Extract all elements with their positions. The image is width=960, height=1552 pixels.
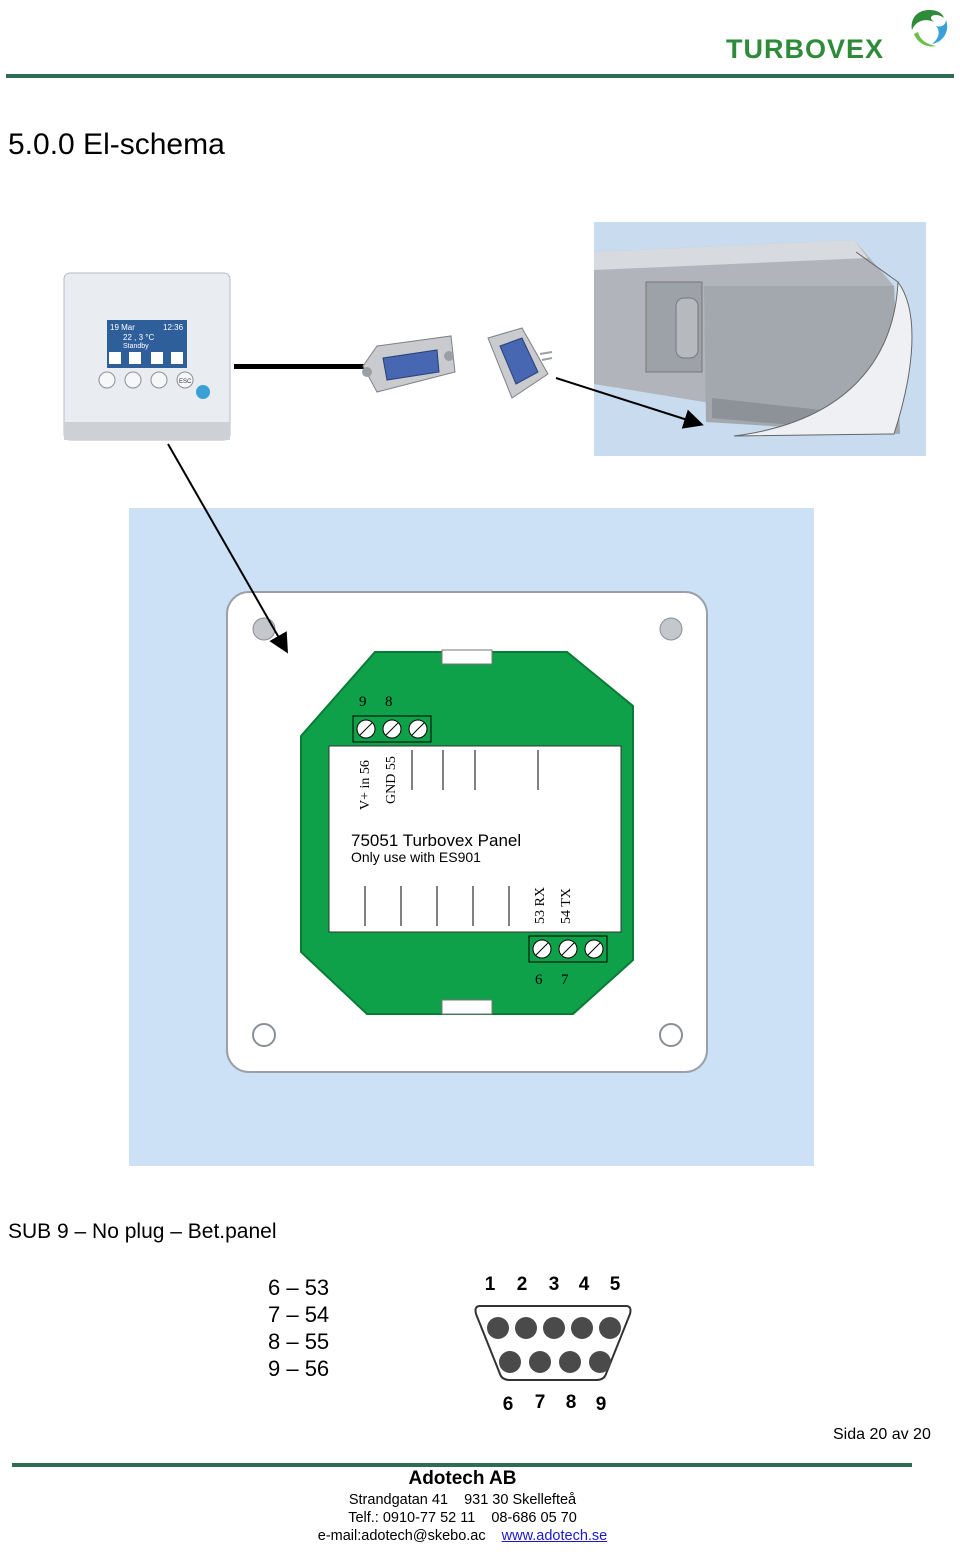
screen-temp: 22 , 3 °C [123, 333, 154, 342]
website-link[interactable]: www.adotech.se [501, 1528, 608, 1544]
dsub-male-connector [362, 335, 456, 393]
company-name: Adotech AB [408, 1468, 517, 1489]
address-line: Strandgatan 41 931 30 Skellefteå [0, 1492, 925, 1508]
contact-line: e-mail:adotech@skebo.ac www.adotech.se [0, 1528, 925, 1544]
city: 931 30 Skellefteå [464, 1492, 577, 1508]
mapping-row: 9 – 56 [268, 1356, 330, 1381]
cable [234, 364, 366, 369]
phone: Telf.: 0910-77 52 11 [348, 1510, 476, 1526]
email: e-mail:adotech@skebo.ac [317, 1528, 486, 1544]
phone-2: 08-686 05 70 [491, 1510, 577, 1526]
footer-rule [12, 1463, 912, 1467]
screen-status: Standby [123, 343, 149, 350]
phone-line: Telf.: 0910-77 52 11 08-686 05 70 [0, 1510, 925, 1526]
pin-mapping: 6 – 53 7 – 54 8 – 55 9 – 56 [268, 1274, 329, 1382]
terminal-label-9: 9 [359, 694, 367, 710]
panel-label-note: Only use with ES901 [351, 849, 481, 865]
mapping-row: 7 – 54 [268, 1302, 330, 1327]
screen-time: 12:36 [163, 323, 184, 332]
pin-label: 6 [503, 1394, 514, 1415]
label-vplus: V+ in 56 [358, 760, 373, 810]
turbovex-unit-image [594, 222, 926, 456]
panel-label-title: 75051 Turbovex Panel [351, 831, 521, 850]
panel-drawing: 9 8 V+ in 56 GND 55 75051 Turbovex Panel… [226, 591, 708, 1073]
terminal-label-7: 7 [561, 972, 569, 988]
pin-label: 3 [549, 1274, 560, 1295]
pin-label: 1 [485, 1274, 496, 1295]
label-rx: 53 RX [533, 887, 548, 924]
pin-label: 8 [566, 1392, 577, 1413]
terminal-label-6: 6 [535, 972, 543, 988]
pin-label: 7 [535, 1392, 546, 1413]
page-number: Sida 20 av 20 [833, 1426, 931, 1443]
dsub-female-connector [487, 327, 553, 399]
logo-swirl-icon [911, 10, 948, 47]
pin-label: 4 [579, 1274, 590, 1295]
logo-text: TURBOVEX [726, 34, 885, 64]
mapping-row: 6 – 53 [268, 1275, 330, 1300]
screen-date: 19 Mar [110, 323, 135, 332]
terminal-label-8: 8 [385, 694, 393, 710]
header-rule [6, 74, 954, 78]
page-title: 5.0.0 El-schema [8, 128, 225, 161]
pin-label: 5 [610, 1274, 621, 1295]
pin-label: 2 [517, 1274, 528, 1295]
control-panel-device: 19 Mar 12:36 22 , 3 °C Standby ESC [63, 272, 231, 441]
pin-label: 9 [596, 1394, 607, 1415]
label-tx: 54 TX [559, 888, 574, 924]
street: Strandgatan 41 [348, 1492, 449, 1508]
label-gnd: GND 55 [384, 756, 399, 804]
dsub9-pinout: 1 2 3 4 5 6 7 8 9 [474, 1274, 632, 1415]
esc-label: ESC [179, 379, 192, 385]
mapping-row: 8 – 55 [268, 1329, 330, 1354]
sub-heading: SUB 9 – No plug – Bet.panel [8, 1220, 277, 1243]
